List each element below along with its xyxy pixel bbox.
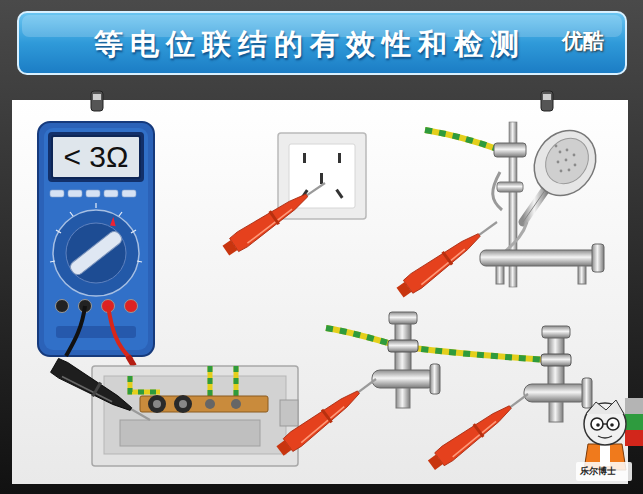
test-probe <box>50 358 154 428</box>
test-lead <box>66 306 85 356</box>
lcd-display: < 3Ω <box>51 135 141 179</box>
test-probe <box>395 215 503 300</box>
logo-text: 乐尔博士 <box>580 465 616 478</box>
board <box>12 100 628 484</box>
watermark: 优酷 <box>562 27 604 55</box>
logo-mascot <box>576 398 643 481</box>
display-reading: < 3Ω <box>64 140 129 174</box>
title: 等电位联结的有效性和检测 <box>94 25 526 65</box>
test-probe <box>221 176 330 258</box>
test-lead <box>128 356 134 366</box>
board-clip <box>91 91 553 111</box>
title-banner <box>18 12 626 74</box>
equipotential-box <box>92 366 298 466</box>
test-lead <box>108 306 132 360</box>
test-probe <box>426 387 533 473</box>
pipe-valve <box>524 326 592 422</box>
multimeter <box>38 122 154 356</box>
test-probe <box>275 372 382 458</box>
